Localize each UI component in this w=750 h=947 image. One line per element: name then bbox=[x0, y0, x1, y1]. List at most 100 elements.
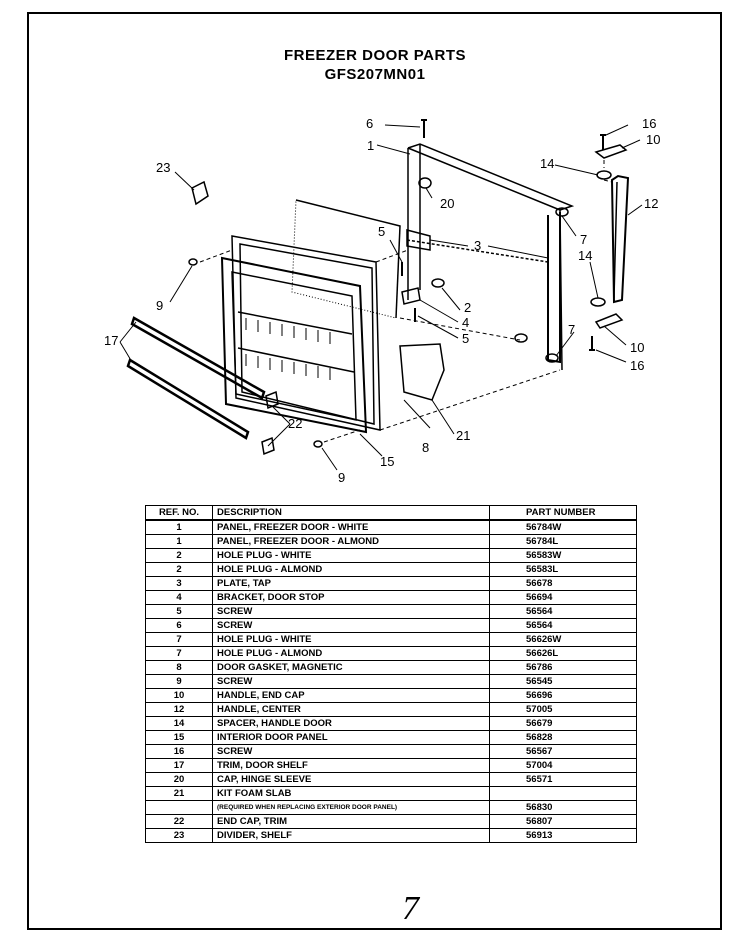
callout-17: 17 bbox=[104, 333, 118, 348]
cell-desc: PANEL, FREEZER DOOR - WHITE bbox=[212, 519, 490, 535]
cell-ref: 23 bbox=[145, 828, 213, 843]
cell-desc: SCREW bbox=[212, 618, 490, 633]
cell-desc: SPACER, HANDLE DOOR bbox=[212, 716, 490, 731]
cell-part: 56583W bbox=[489, 548, 637, 563]
cell-ref: 16 bbox=[145, 744, 213, 759]
cell-part: 56828 bbox=[489, 730, 637, 745]
cell-desc: SCREW bbox=[212, 674, 490, 689]
cell-desc: SCREW bbox=[212, 744, 490, 759]
cell-part: 56784L bbox=[489, 534, 637, 549]
cell-desc: SCREW bbox=[212, 604, 490, 619]
shelf-trim-upper bbox=[130, 316, 266, 400]
cell-ref: 4 bbox=[145, 590, 213, 605]
cell-ref: 1 bbox=[145, 534, 213, 549]
callout-14-top: 14 bbox=[540, 156, 554, 171]
cell-desc: BRACKET, DOOR STOP bbox=[212, 590, 490, 605]
cell-desc: DIVIDER, SHELF bbox=[212, 828, 490, 843]
cell-ref: 10 bbox=[145, 688, 213, 703]
cell-desc: CAP, HINGE SLEEVE bbox=[212, 772, 490, 787]
table-header-row: REF. NO. DESCRIPTION PART NUMBER bbox=[145, 505, 637, 521]
header-description: DESCRIPTION bbox=[212, 505, 490, 521]
cell-part: 56571 bbox=[489, 772, 637, 787]
cell-ref: 6 bbox=[145, 618, 213, 633]
cell-part: 56913 bbox=[489, 828, 637, 843]
cell-ref: 2 bbox=[145, 548, 213, 563]
cell-ref: 21 bbox=[145, 786, 213, 801]
callout-9-left: 9 bbox=[156, 298, 163, 313]
cell-desc: END CAP, TRIM bbox=[212, 814, 490, 829]
interior-panel-outline bbox=[220, 256, 368, 434]
cell-part: 56784W bbox=[489, 519, 637, 535]
header-part-number: PART NUMBER bbox=[489, 505, 637, 521]
callout-16-top: 16 bbox=[642, 116, 656, 131]
page-number: 7 bbox=[402, 890, 419, 927]
cell-ref: 15 bbox=[145, 730, 213, 745]
callout-4: 4 bbox=[462, 315, 469, 330]
cell-part: 56786 bbox=[489, 660, 637, 675]
callout-9-bottom: 9 bbox=[338, 470, 345, 485]
cell-part bbox=[489, 786, 637, 801]
handle-center-outline bbox=[610, 174, 630, 304]
callout-1: 1 bbox=[367, 138, 374, 153]
cell-desc: HOLE PLUG - ALMOND bbox=[212, 562, 490, 577]
cell-desc: KIT FOAM SLAB bbox=[212, 786, 490, 801]
header-ref: REF. NO. bbox=[145, 505, 213, 521]
door-panel-outline bbox=[407, 143, 575, 371]
cell-ref: 14 bbox=[145, 716, 213, 731]
cell-ref: 3 bbox=[145, 576, 213, 591]
cell-part: 56696 bbox=[489, 688, 637, 703]
cell-ref: 20 bbox=[145, 772, 213, 787]
cell-desc: HANDLE, END CAP bbox=[212, 688, 490, 703]
callout-23: 23 bbox=[156, 160, 170, 175]
cell-part: 56564 bbox=[489, 618, 637, 633]
cell-desc: TRIM, DOOR SHELF bbox=[212, 758, 490, 773]
callout-8: 8 bbox=[422, 440, 429, 455]
model-number: GFS207MN01 bbox=[324, 66, 426, 83]
cell-ref bbox=[145, 800, 213, 815]
cell-desc: HOLE PLUG - WHITE bbox=[212, 548, 490, 563]
cell-part: 56807 bbox=[489, 814, 637, 829]
cell-part: 56626L bbox=[489, 646, 637, 661]
cell-ref: 12 bbox=[145, 702, 213, 717]
cell-part: 56545 bbox=[489, 674, 637, 689]
callout-7-bottom: 7 bbox=[568, 322, 575, 337]
callout-14-bottom: 14 bbox=[578, 248, 592, 263]
cell-desc: PLATE, TAP bbox=[212, 576, 490, 591]
callout-2: 2 bbox=[464, 300, 471, 315]
cell-part: 56694 bbox=[489, 590, 637, 605]
callout-6: 6 bbox=[366, 116, 373, 131]
cell-part: 56564 bbox=[489, 604, 637, 619]
callout-10-top: 10 bbox=[646, 132, 660, 147]
callout-20: 20 bbox=[440, 196, 454, 211]
callout-5-top: 5 bbox=[378, 224, 385, 239]
callout-5-bottom: 5 bbox=[462, 331, 469, 346]
cell-ref: 1 bbox=[145, 519, 213, 535]
cell-part: 56626W bbox=[489, 632, 637, 647]
cell-part: 56583L bbox=[489, 562, 637, 577]
callout-7-top: 7 bbox=[580, 232, 587, 247]
cell-part: 57004 bbox=[489, 758, 637, 773]
cell-part: 56678 bbox=[489, 576, 637, 591]
shelf-trim-lower bbox=[126, 358, 250, 440]
callout-21: 21 bbox=[456, 428, 470, 443]
cell-desc: DOOR GASKET, MAGNETIC bbox=[212, 660, 490, 675]
